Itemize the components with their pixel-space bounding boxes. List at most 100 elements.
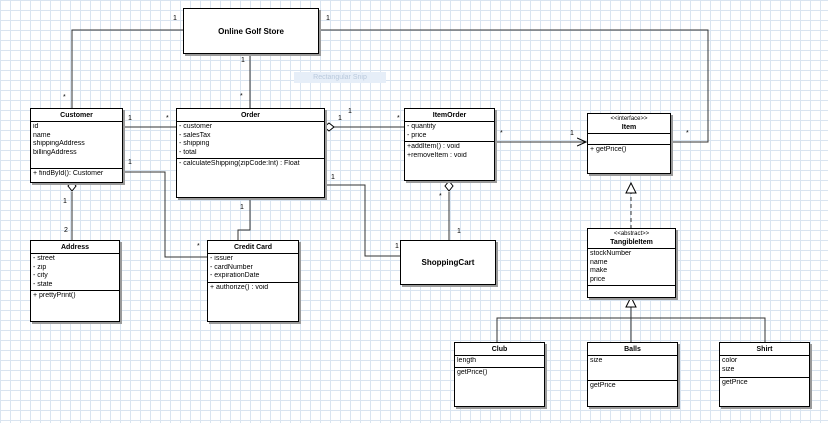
order-creditcard-line: [237, 198, 251, 240]
attribute: - state: [33, 280, 53, 288]
method: getPrice: [722, 379, 748, 386]
attribute: - price: [407, 131, 427, 139]
method: + findById(): Customer: [33, 170, 104, 177]
attributes-section: color size: [720, 356, 809, 378]
multiplicity-label: 1: [128, 115, 132, 122]
class-title: Club: [455, 343, 544, 356]
methods-section: getPrice(): [455, 368, 544, 379]
methods-section: + findById(): Customer: [31, 169, 122, 180]
attribute: id: [33, 123, 39, 130]
methods-section: + authorize() : void: [208, 283, 298, 294]
attributes-section: [588, 134, 670, 145]
class-title: ShoppingCart: [421, 258, 475, 267]
methods-section: getPrice: [720, 378, 809, 389]
class-tangible-item[interactable]: <<abstract>> TangibleItem stockNumber na…: [587, 228, 676, 298]
attributes-section: - street - zip - city - state: [31, 254, 119, 292]
attribute: name: [590, 258, 608, 266]
attribute: size: [722, 365, 735, 373]
attribute: - street: [33, 255, 55, 262]
attributes-section: id name shippingAddress billingAddress: [31, 122, 122, 169]
class-title: ItemOrder: [405, 109, 494, 122]
attribute: billingAddress: [33, 148, 77, 156]
class-item-order[interactable]: ItemOrder - quantity - price +addItem() …: [404, 108, 495, 181]
multiplicity-label: 1: [331, 174, 335, 181]
itemorder-aggregation-diamond: [444, 180, 454, 192]
method: + prettyPrint(): [33, 292, 76, 300]
methods-section: + prettyPrint(): [31, 291, 119, 302]
order-aggregation-diamond: [323, 122, 335, 132]
methods-section: getPrice: [588, 381, 677, 392]
attribute: make: [590, 267, 608, 275]
attribute: size: [590, 357, 603, 364]
class-title: Credit Card: [208, 241, 298, 254]
multiplicity-label: 1: [241, 57, 245, 64]
methods-section: [588, 286, 675, 294]
class-header: <<abstract>> TangibleItem: [588, 229, 675, 249]
methods-section: + getPrice(): [588, 145, 670, 156]
multiplicity-label: *: [439, 193, 442, 200]
attributes-section: - quantity - price: [405, 122, 494, 143]
multiplicity-label: 1: [173, 15, 177, 22]
class-order[interactable]: Order - customer - salesTax - shipping -…: [176, 108, 325, 198]
class-title: Balls: [588, 343, 677, 356]
multiplicity-label: 1: [570, 130, 574, 137]
method: + getPrice(): [590, 146, 627, 153]
attribute: - expirationDate: [210, 272, 260, 280]
method: getPrice(): [457, 368, 488, 376]
multiplicity-label: 1: [395, 243, 399, 250]
multiplicity-label: *: [686, 130, 689, 137]
snip-overlay-label: Rectangular Snip: [294, 72, 386, 83]
class-title: Order: [177, 109, 324, 122]
customer-creditcard-line: [122, 171, 207, 258]
multiplicity-label: 1: [348, 108, 352, 115]
attribute: shippingAddress: [33, 140, 85, 148]
attributes-section: size: [588, 356, 677, 381]
multiplicity-label: *: [197, 243, 200, 250]
class-balls[interactable]: Balls size getPrice: [587, 342, 678, 407]
class-header: <<interface>> Item: [588, 114, 670, 134]
method: - calculateShipping(zipCode:Int) : Float: [179, 160, 300, 168]
class-shirt[interactable]: Shirt color size getPrice: [719, 342, 810, 407]
class-title: Address: [31, 241, 119, 254]
attributes-section: - customer - salesTax - shipping - total: [177, 122, 324, 160]
attribute: length: [457, 357, 477, 364]
attribute: - issuer: [210, 255, 233, 262]
store-customer-line: [71, 29, 183, 108]
multiplicity-label: 1: [457, 228, 461, 235]
stereotype: <<abstract>>: [613, 231, 650, 237]
methods-section: +addItem() : void +removeItem : void: [405, 142, 494, 161]
multiplicity-label: 1: [338, 115, 342, 122]
method: +removeItem : void: [407, 151, 467, 159]
attribute: - zip: [33, 263, 47, 271]
multiplicity-label: *: [500, 130, 503, 137]
methods-section: - calculateShipping(zipCode:Int) : Float: [177, 159, 324, 170]
method: +addItem() : void: [407, 143, 460, 151]
class-customer[interactable]: Customer id name shippingAddress billing…: [30, 108, 123, 183]
attributes-section: stockNumber name make price: [588, 249, 675, 287]
class-address[interactable]: Address - street - zip - city - state + …: [30, 240, 120, 322]
multiplicity-label: *: [63, 94, 66, 101]
class-title: Customer: [31, 109, 122, 122]
stereotype: <<interface>>: [610, 116, 648, 122]
attribute: color: [722, 357, 738, 364]
multiplicity-label: 1: [240, 204, 244, 211]
multiplicity-label: 2: [64, 227, 68, 234]
class-online-golf-store[interactable]: Online Golf Store: [183, 8, 319, 54]
multiplicity-label: *: [240, 93, 243, 100]
attribute: stockNumber: [590, 250, 632, 257]
generalization-bus: [496, 317, 766, 342]
multiplicity-label: 1: [128, 159, 132, 166]
method: + authorize() : void: [210, 283, 269, 291]
class-shopping-cart[interactable]: ShoppingCart: [400, 240, 496, 285]
class-title: Shirt: [720, 343, 809, 356]
class-club[interactable]: Club length getPrice(): [454, 342, 545, 407]
order-cart-line: [325, 184, 400, 257]
class-title: Item: [621, 124, 637, 131]
interface-item[interactable]: <<interface>> Item + getPrice(): [587, 113, 671, 174]
class-credit-card[interactable]: Credit Card - issuer - cardNumber - expi…: [207, 240, 299, 322]
attribute: - cardNumber: [210, 263, 253, 271]
attribute: - city: [33, 272, 48, 280]
multiplicity-label: 1: [326, 15, 330, 22]
attribute: price: [590, 275, 606, 283]
